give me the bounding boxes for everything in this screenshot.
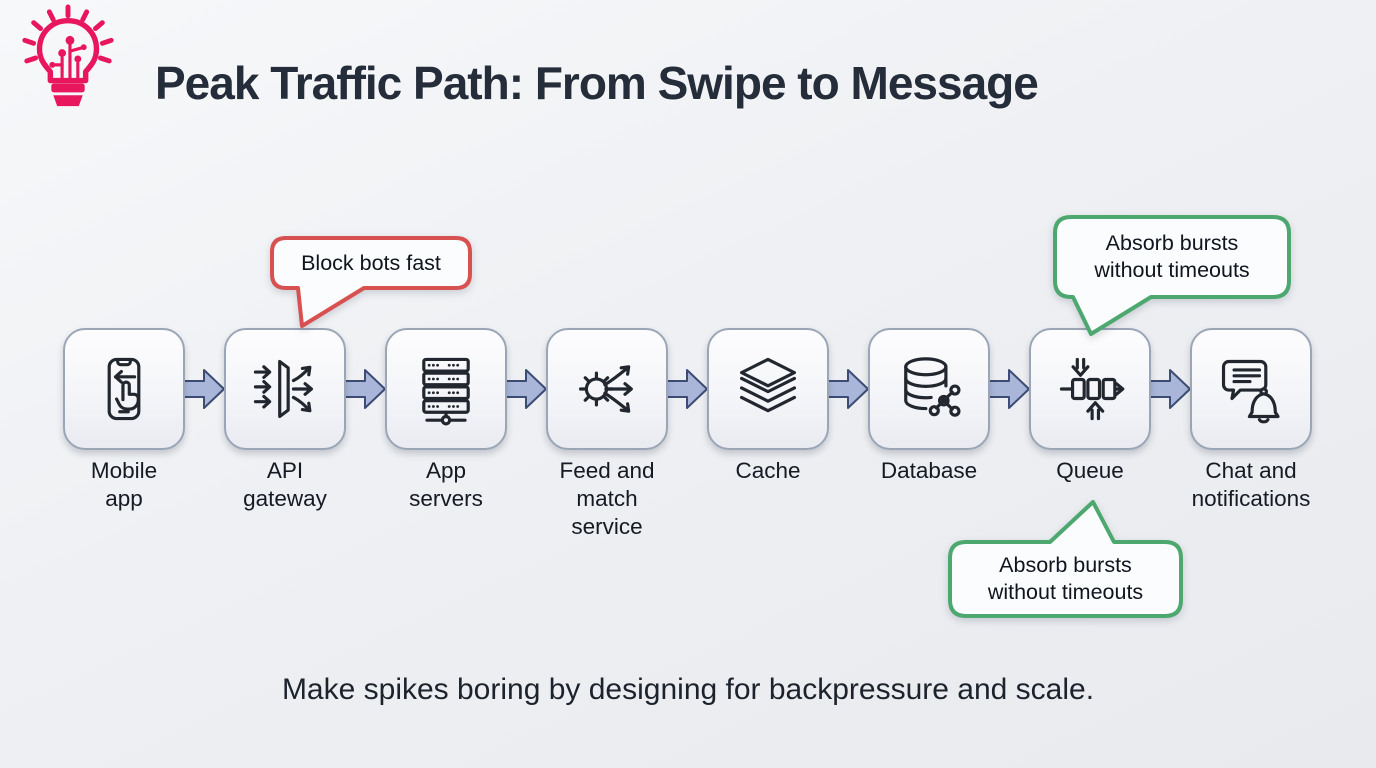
speech-bubble-green-icon [1053,215,1291,336]
node-label-cache: Cache [735,458,801,483]
mobile-app-icon [107,357,141,421]
flow-node-feed-match-service [546,328,668,450]
database-icon [904,357,961,417]
flow-node-chat-notifications [1190,328,1312,450]
callout-absorb-bursts-top: Absorb bursts without timeouts [1051,213,1295,339]
tagline: Make spikes boring by designing for back… [281,673,1095,706]
chat-notifications-icon [1221,359,1280,424]
flow-node-app-servers [385,328,507,450]
queue-icon [1059,357,1125,421]
callout-absorb-bursts-bottom-text: Absorb bursts without timeouts [987,553,1144,604]
speech-bubble-green-icon [948,500,1183,618]
callout-block-bots-text: Block bots fast [301,250,441,275]
right-block-arrow-icon [505,369,547,409]
right-block-arrow-icon [666,369,708,409]
speech-bubble-red-icon [270,236,472,328]
node-label-app-servers: App servers [409,458,483,511]
flow-node-database [868,328,990,450]
flow-node-mobile-app [63,328,185,450]
feed-match-service-icon [578,365,633,413]
api-gateway-icon [253,359,314,419]
right-block-arrow-icon [988,369,1030,409]
right-block-arrow-icon [344,369,386,409]
right-block-arrow-icon [1149,369,1191,409]
callout-block-bots: Block bots fast [268,234,478,334]
callout-absorb-bursts-top-text: Absorb bursts without timeouts [1094,231,1250,282]
node-label-database: Database [880,458,978,483]
cache-layers-icon [739,357,797,413]
node-label-mobile-app: Mobile app [90,458,158,511]
flow-node-api-gateway [224,328,346,450]
callout-absorb-bursts-bottom: Absorb bursts without timeouts [946,496,1190,622]
node-label-chat-notifications: Chat and notifications [1191,458,1311,511]
node-label-feed-match-service: Feed and match service [559,458,655,539]
app-servers-icon [422,357,470,426]
node-label-api-gateway: API gateway [243,458,327,511]
flow-node-cache [707,328,829,450]
flow-node-queue [1029,328,1151,450]
right-block-arrow-icon [183,369,225,409]
node-label-queue: Queue [1056,458,1124,483]
right-block-arrow-icon [827,369,869,409]
page-title: Peak Traffic Path: From Swipe to Message [155,57,1039,109]
lightbulb-circuit-icon [22,4,114,107]
